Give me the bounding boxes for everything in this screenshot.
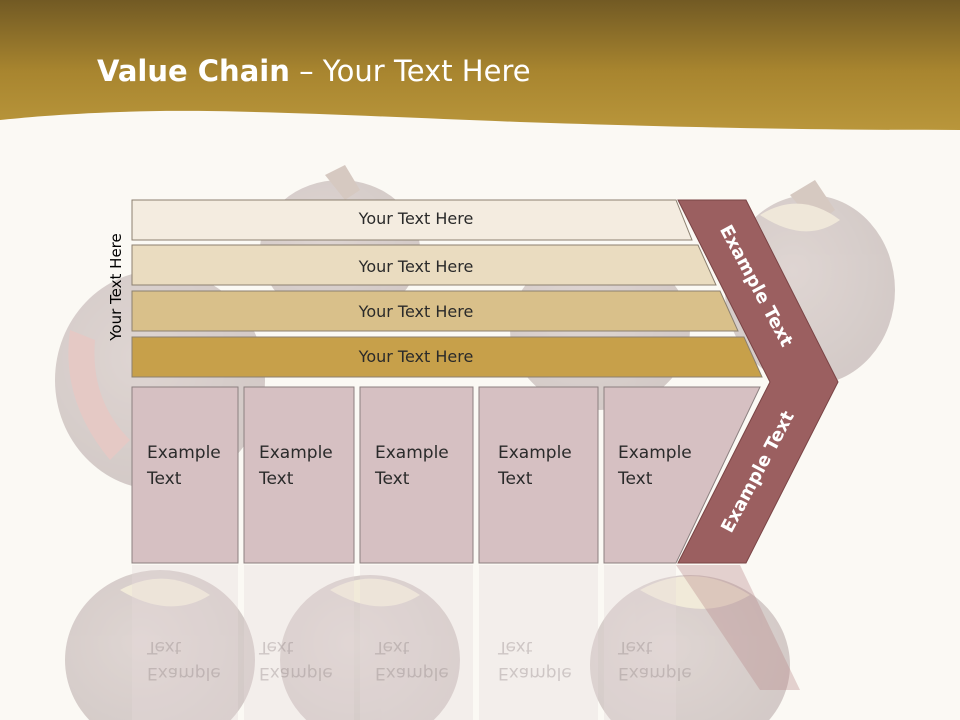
cell-1-line1: Example <box>147 443 221 463</box>
cell-2-reflection-line2: Text <box>259 637 294 657</box>
bar-1 <box>131 199 693 241</box>
cell-5-line2: Text <box>618 469 653 489</box>
cell-1-text: Example Text <box>147 440 221 492</box>
cells-reflection <box>132 565 800 720</box>
bar-2-label: Your Text Here <box>358 257 474 276</box>
title-bold: Value Chain <box>97 54 290 88</box>
cell-2 <box>243 386 355 564</box>
title-rest: – Your Text Here <box>289 54 531 88</box>
page-title: Value Chain – Your Text Here <box>97 54 531 88</box>
side-label-text: Your Text Here <box>107 233 125 341</box>
cell-3 <box>359 386 474 564</box>
cell-1-reflection-line2: Text <box>147 637 182 657</box>
cell-1-line2: Text <box>147 469 182 489</box>
cell-2-text: Example Text <box>259 440 333 492</box>
cell-5-text: Example Text <box>618 440 692 492</box>
value-chevron <box>677 199 839 564</box>
cell-2-reflection: Example Text <box>259 634 333 686</box>
cell-2-line1: Example <box>259 443 333 463</box>
cell-1-reflection-line1: Example <box>147 663 221 683</box>
cell-4-line2: Text <box>498 469 533 489</box>
cell-5-reflection-line1: Example <box>618 663 692 683</box>
cell-3-line1: Example <box>375 443 449 463</box>
bar-3-label: Your Text Here <box>358 302 474 321</box>
cell-5-reflection: Example Text <box>618 634 692 686</box>
cell-4-reflection-line1: Example <box>498 663 572 683</box>
cell-5-line1: Example <box>618 443 692 463</box>
cell-1-reflection: Example Text <box>147 634 221 686</box>
cell-3-reflection-line2: Text <box>375 637 410 657</box>
cell-2-line2: Text <box>259 469 294 489</box>
cell-3-line2: Text <box>375 469 410 489</box>
bar-3 <box>131 290 739 332</box>
cell-4-reflection-line2: Text <box>498 637 533 657</box>
bar-1-label: Your Text Here <box>358 209 474 228</box>
cell-4 <box>478 386 599 564</box>
cell-5 <box>603 386 761 564</box>
cell-3-reflection: Example Text <box>375 634 449 686</box>
cell-4-line1: Example <box>498 443 572 463</box>
header-band <box>0 0 960 130</box>
bar-4-label: Your Text Here <box>358 347 474 366</box>
cell-3-text: Example Text <box>375 440 449 492</box>
cell-4-text: Example Text <box>498 440 572 492</box>
cell-5-reflection-line2: Text <box>618 637 653 657</box>
bar-2 <box>131 244 717 286</box>
cell-3-reflection-line1: Example <box>375 663 449 683</box>
cell-4-reflection: Example Text <box>498 634 572 686</box>
bar-4 <box>131 336 763 378</box>
cell-2-reflection-line1: Example <box>259 663 333 683</box>
cell-1 <box>131 386 239 564</box>
